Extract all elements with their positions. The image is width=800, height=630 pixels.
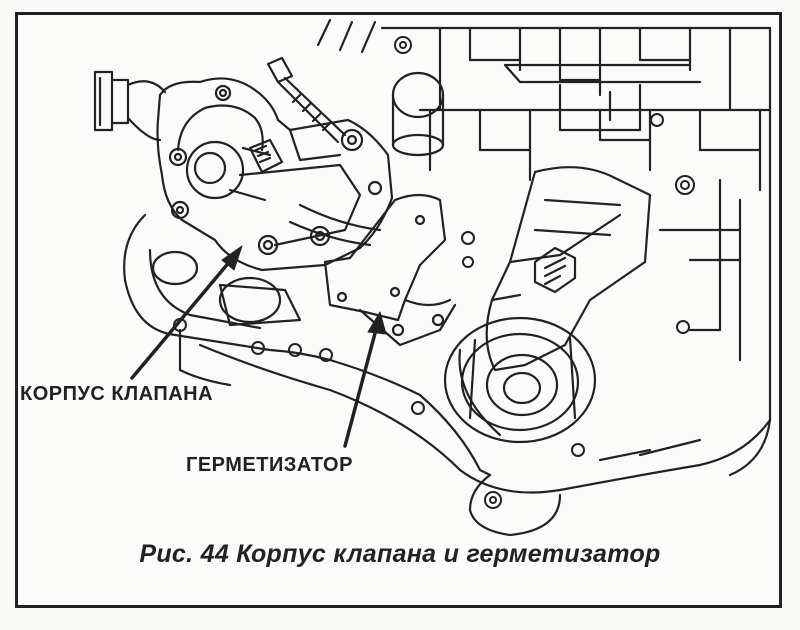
leader-arrows xyxy=(130,245,387,448)
arrow-sealant-head xyxy=(367,311,387,335)
transmission-case xyxy=(123,18,772,537)
valve-body-label: КОРПУС КЛАПАНА xyxy=(20,383,214,405)
flange-bolt-holes xyxy=(173,36,695,509)
arrow-valve-body xyxy=(130,252,238,380)
arrow-sealant xyxy=(343,320,380,448)
figure-frame xyxy=(15,12,782,608)
bracket-and-pulley xyxy=(443,166,652,444)
sealant-gasket-plate xyxy=(323,193,457,347)
valve-body-assembly xyxy=(93,56,394,272)
figure-caption: Рис. 44 Корпус клапана и герметизатор xyxy=(139,540,661,568)
arrow-valve-body-head xyxy=(221,245,243,271)
sealant-label: ГЕРМЕТИЗАТОР xyxy=(186,454,353,476)
case-recesses xyxy=(151,250,302,327)
center-tube-boss xyxy=(391,71,445,157)
